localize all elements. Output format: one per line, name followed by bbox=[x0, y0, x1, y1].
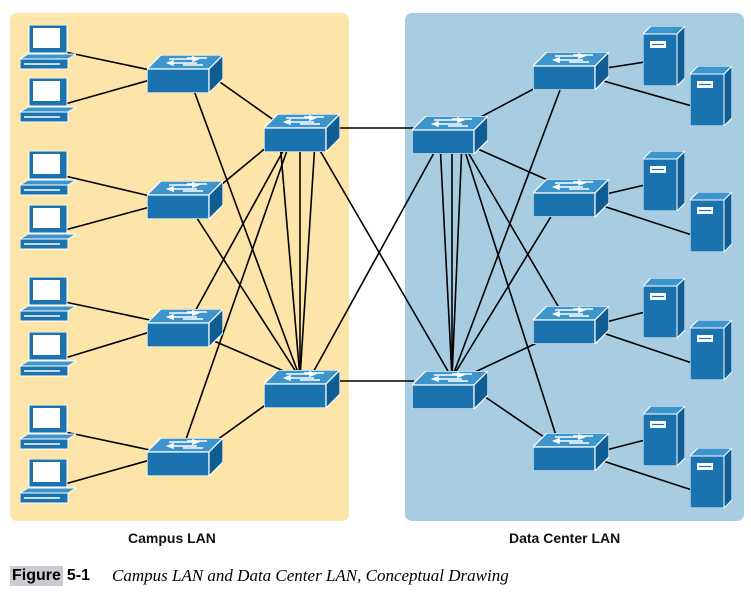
datacenter-core-switch-icon bbox=[412, 116, 488, 154]
campus-access-switch-icon bbox=[147, 309, 223, 347]
figure-tag: Figure bbox=[10, 566, 63, 586]
figure-caption: Figure 5-1 Campus LAN and Data Center LA… bbox=[10, 564, 509, 588]
server-icon bbox=[690, 448, 732, 508]
server-icon bbox=[690, 320, 732, 380]
server-icon bbox=[690, 192, 732, 252]
campus-access-switch-icon bbox=[147, 55, 223, 93]
server-icon bbox=[643, 151, 685, 211]
datacenter-lan-zone bbox=[405, 13, 744, 521]
campus-access-switch-icon bbox=[147, 438, 223, 476]
server-icon bbox=[690, 66, 732, 126]
datacenter-access-switch-icon bbox=[533, 179, 609, 217]
datacenter-access-switch-icon bbox=[533, 433, 609, 471]
figure-caption-text: Campus LAN and Data Center LAN, Conceptu… bbox=[112, 566, 509, 585]
figure-number: 5-1 bbox=[66, 567, 91, 584]
campus-lan-label: Campus LAN bbox=[128, 530, 216, 546]
network-links bbox=[64, 51, 693, 491]
server-icon bbox=[643, 278, 685, 338]
server-icon bbox=[643, 26, 685, 86]
server-icon bbox=[643, 406, 685, 466]
campus-distribution-switch-icon bbox=[264, 370, 340, 408]
network-diagram bbox=[10, 13, 744, 521]
datacenter-access-switch-icon bbox=[533, 306, 609, 344]
datacenter-lan-label: Data Center LAN bbox=[509, 530, 621, 546]
campus-distribution-switch-icon bbox=[264, 114, 340, 152]
campus-access-switch-icon bbox=[147, 181, 223, 219]
datacenter-access-switch-icon bbox=[533, 52, 609, 90]
datacenter-core-switch-icon bbox=[412, 371, 488, 409]
